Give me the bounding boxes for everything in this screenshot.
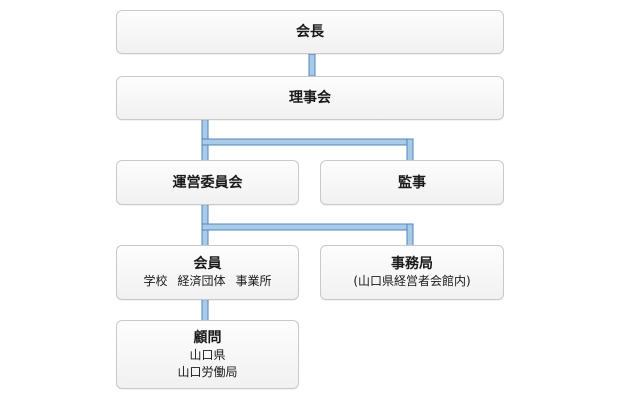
connector-junction-4: [408, 225, 412, 229]
members-box: 会員 学校 経済団体 事業所: [116, 245, 299, 300]
secretariat-title: 事務局: [391, 256, 433, 272]
connector-to-auditor-h: [201, 138, 414, 146]
advisors-title: 顧問: [193, 329, 222, 346]
board-box: 理事会: [116, 76, 504, 120]
auditor-title: 監事: [398, 174, 426, 191]
auditor-box: 監事: [320, 160, 504, 205]
members-subtitle-businesses: 事業所: [235, 274, 272, 288]
chairman-title: 会長: [296, 24, 324, 40]
connector-group: [201, 53, 414, 322]
secretariat-box: 事務局 (山口県経営者会館内): [320, 245, 504, 300]
secretariat-subtitle: (山口県経営者会館内): [353, 274, 471, 288]
board-title: 理事会: [289, 90, 331, 106]
advisors-box: 顧問 山口県 山口労働局: [116, 320, 299, 389]
chairman-box: 会長: [116, 10, 504, 54]
members-subtitle-economic-groups: 経済団体: [177, 274, 226, 288]
connector-junction-2: [408, 140, 412, 144]
advisors-line-yamaguchi-pref: 山口県: [189, 347, 226, 362]
connector-chairman-board: [308, 53, 316, 77]
steering-committee-box: 運営委員会: [116, 160, 299, 205]
connector-to-secretariat-h: [201, 223, 414, 231]
connector-junction-3: [203, 225, 207, 229]
connector-members-advisors: [201, 298, 209, 322]
connector-junction-1: [203, 140, 207, 144]
steering-committee-title: 運営委員会: [172, 174, 243, 191]
members-subtitles: 学校 経済団体 事業所: [143, 273, 271, 290]
members-title: 会員: [193, 256, 222, 272]
advisors-line-yamaguchi-labour-bureau: 山口労働局: [177, 364, 238, 379]
members-subtitle-school: 学校: [143, 274, 168, 288]
